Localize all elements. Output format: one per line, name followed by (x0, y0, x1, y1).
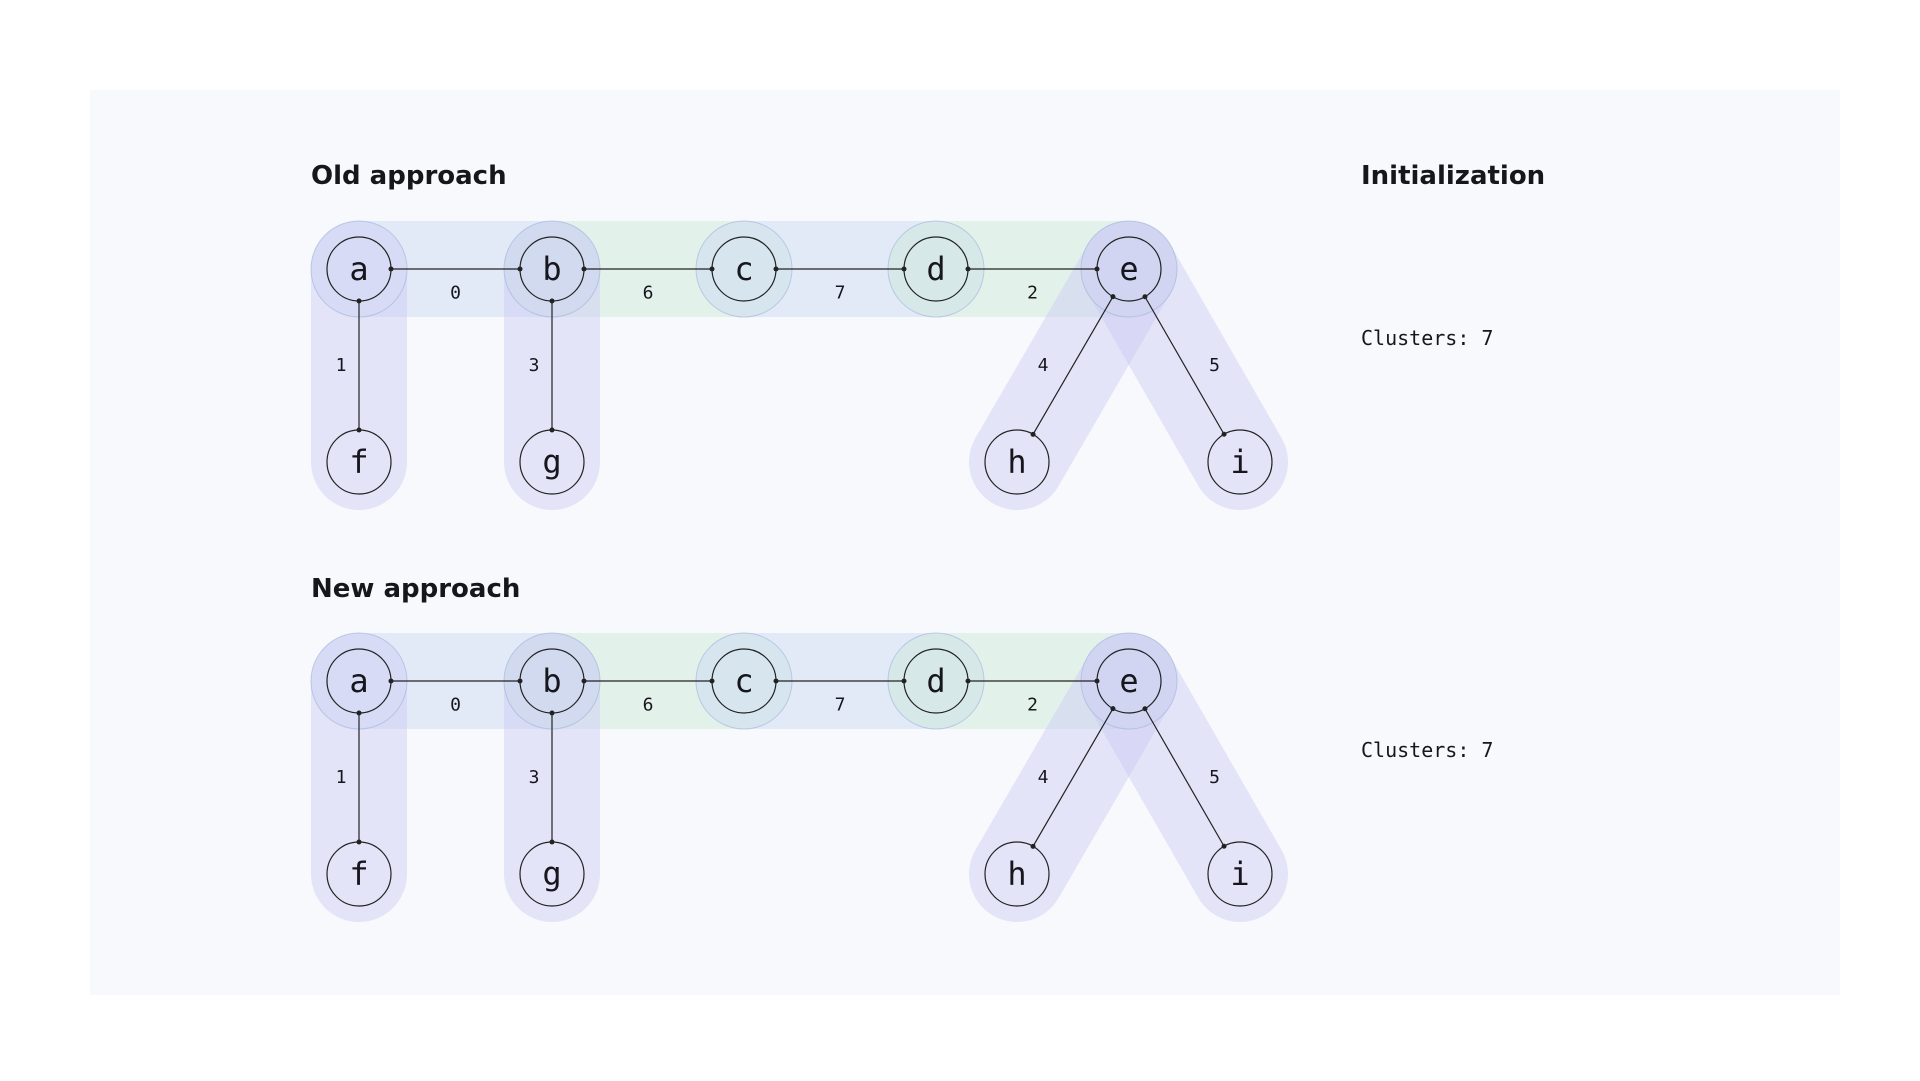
node-circle (1207, 841, 1273, 907)
node-f: f (326, 429, 392, 495)
node-circle (1207, 429, 1273, 495)
node-e: e (1096, 236, 1162, 302)
node-circle (984, 429, 1050, 495)
edge-weight-a-b: 0 (450, 283, 461, 304)
edge-weight-b-g: 3 (529, 767, 540, 788)
panel-title-old: Old approach (311, 161, 507, 191)
node-label: f (349, 855, 368, 893)
node-c: c (711, 648, 777, 714)
node-label: d (926, 662, 945, 700)
node-circle (1096, 648, 1162, 714)
node-label: g (542, 855, 561, 893)
edge-weight-c-d: 7 (835, 695, 846, 716)
node-label: h (1007, 855, 1026, 893)
node-label: b (542, 662, 561, 700)
node-circle (326, 236, 392, 302)
node-label: d (926, 250, 945, 288)
node-a: a (326, 648, 392, 714)
edge-weight-c-d: 7 (835, 283, 846, 304)
node-c: c (711, 236, 777, 302)
nodes: a b c d e f g h i (326, 648, 1273, 907)
node-circle (519, 236, 585, 302)
panel-title-new: New approach (311, 574, 520, 604)
edge-e-i (1144, 708, 1225, 847)
edge-weight-e-i: 5 (1209, 767, 1220, 788)
edge-e-i (1144, 296, 1225, 435)
new-approach-panel: New approach Clusters: 7 0 6 7 2 1 3 4 5 a b c d e f g… (310, 574, 1493, 922)
node-b: b (519, 236, 585, 302)
node-d: d (903, 236, 969, 302)
node-circle (519, 648, 585, 714)
edge-weight-b-c: 6 (643, 283, 654, 304)
node-i: i (1207, 841, 1273, 907)
edge-weight-e-i: 5 (1209, 355, 1220, 376)
node-circle (326, 841, 392, 907)
node-b: b (519, 648, 585, 714)
node-circle (326, 648, 392, 714)
node-h: h (984, 841, 1050, 907)
graph-old: 0 6 7 2 1 3 4 5 a b c d e f g h i (310, 220, 1288, 510)
graph-new: 0 6 7 2 1 3 4 5 a b c d e f g h i (310, 632, 1288, 922)
edge-weight-a-b: 0 (450, 695, 461, 716)
node-f: f (326, 841, 392, 907)
node-circle (903, 236, 969, 302)
edge-e-h (1032, 708, 1114, 847)
node-label: h (1007, 443, 1026, 481)
node-label: a (349, 662, 368, 700)
node-label: c (734, 662, 753, 700)
edge-weight-e-h: 4 (1038, 355, 1049, 376)
node-i: i (1207, 429, 1273, 495)
edge-weight-b-c: 6 (643, 695, 654, 716)
node-a: a (326, 236, 392, 302)
node-label: e (1119, 662, 1138, 700)
node-circle (984, 841, 1050, 907)
edge-e-h (1032, 296, 1114, 435)
node-circle (519, 841, 585, 907)
node-g: g (519, 429, 585, 495)
node-circle (519, 429, 585, 495)
node-h: h (984, 429, 1050, 495)
diagram-background (90, 90, 1840, 995)
node-circle (1096, 236, 1162, 302)
node-e: e (1096, 648, 1162, 714)
node-label: i (1230, 443, 1249, 481)
node-label: g (542, 443, 561, 481)
nodes: a b c d e f g h i (326, 236, 1273, 495)
node-circle (326, 429, 392, 495)
node-label: a (349, 250, 368, 288)
edge-weight-b-g: 3 (529, 355, 540, 376)
node-label: i (1230, 855, 1249, 893)
edge-weight-e-h: 4 (1038, 767, 1049, 788)
node-g: g (519, 841, 585, 907)
old-approach-panel: Old approach Clusters: 7 0 6 7 2 1 3 4 5 a b c d e f g… (310, 161, 1493, 510)
node-label: b (542, 250, 561, 288)
edge-weight-a-f: 1 (336, 767, 347, 788)
edge-weight-d-e: 2 (1027, 283, 1038, 304)
edge-weight-d-e: 2 (1027, 695, 1038, 716)
node-d: d (903, 648, 969, 714)
node-circle (711, 236, 777, 302)
node-label: e (1119, 250, 1138, 288)
node-label: f (349, 443, 368, 481)
node-circle (903, 648, 969, 714)
step-title: Initialization (1361, 161, 1545, 191)
node-label: c (734, 250, 753, 288)
clusters-count-new: Clusters: 7 (1361, 738, 1493, 762)
edge-weight-a-f: 1 (336, 355, 347, 376)
clusters-count-old: Clusters: 7 (1361, 326, 1493, 350)
node-circle (711, 648, 777, 714)
